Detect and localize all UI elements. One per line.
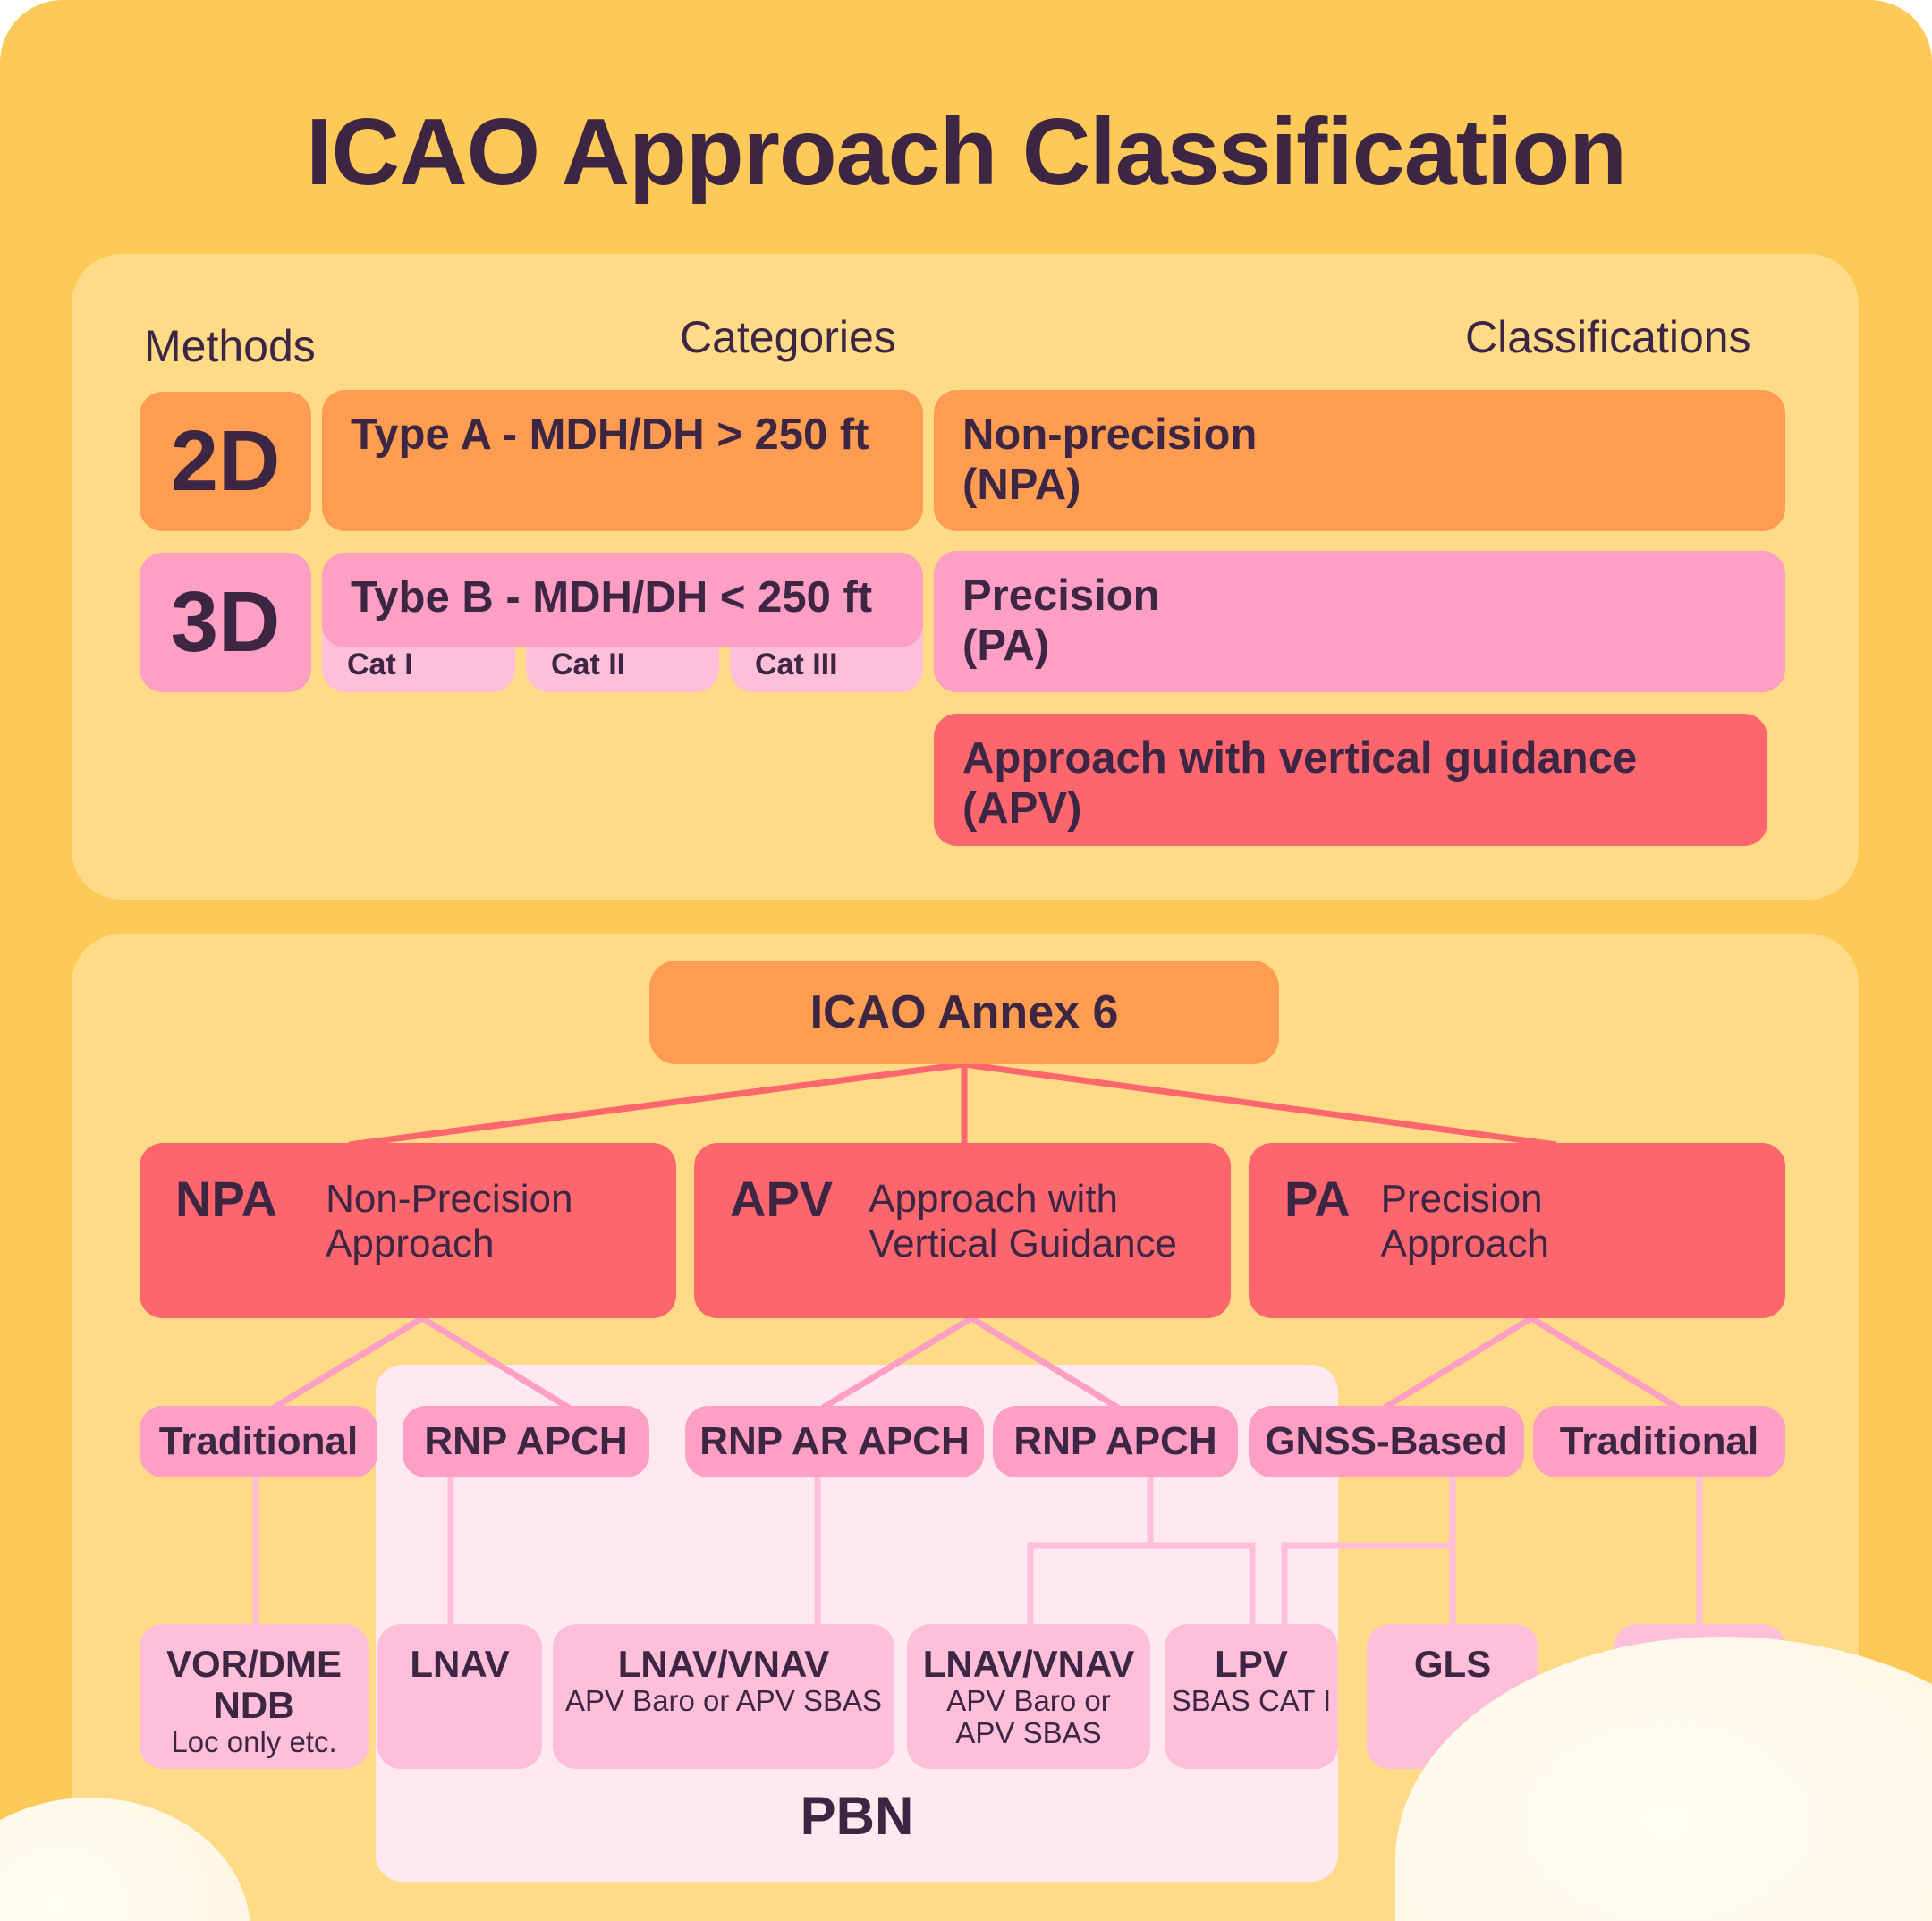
leaf-lnav: LNAV bbox=[377, 1624, 542, 1769]
node-pa-gnss-based: GNSS-Based bbox=[1249, 1406, 1524, 1477]
leaf-lpv-label: LPV bbox=[1215, 1643, 1288, 1685]
classification-pa-line2: (PA) bbox=[962, 622, 1050, 670]
node-apv-line1: Approach with bbox=[869, 1177, 1118, 1221]
leaf-vor-dme-ndb: VOR/DME NDB Loc only etc. bbox=[140, 1624, 369, 1769]
node-npa: NPA Non-Precision Approach bbox=[140, 1143, 676, 1318]
categories-header: Categories bbox=[680, 312, 896, 362]
leaf-lnav-label: LNAV bbox=[410, 1643, 510, 1685]
root-icao-annex-6: ICAO Annex 6 bbox=[649, 960, 1279, 1064]
leaf-lnav-vnav-ar-label: LNAV/VNAV bbox=[617, 1643, 830, 1685]
category-type-b: Tybe B - MDH/DH < 250 ft bbox=[322, 553, 923, 647]
leaf-ndb: NDB bbox=[213, 1684, 295, 1726]
classification-npa: Non-precision (NPA) bbox=[934, 390, 1785, 531]
node-apv-desc: Approach with Vertical Guidance bbox=[869, 1177, 1177, 1266]
leaf-lnav-vnav-sub1: APV Baro or bbox=[946, 1684, 1111, 1717]
classification-apv-line1: Approach with vertical guidance bbox=[962, 734, 1638, 783]
node-pa-traditional: Traditional bbox=[1533, 1406, 1785, 1477]
method-2d: 2D bbox=[140, 392, 311, 531]
node-pa-line1: Precision bbox=[1380, 1177, 1543, 1221]
leaf-lpv: LPV SBAS CAT I bbox=[1165, 1624, 1338, 1769]
node-pa-desc: Precision Approach bbox=[1381, 1177, 1549, 1266]
category-type-a: Type A - MDH/DH > 250 ft bbox=[322, 390, 923, 531]
leaf-lpv-sub: SBAS CAT I bbox=[1171, 1684, 1332, 1717]
node-npa-desc: Non-Precision Approach bbox=[326, 1177, 572, 1266]
method-3d: 3D bbox=[140, 553, 311, 692]
node-npa-traditional: Traditional bbox=[140, 1406, 377, 1477]
page-title: ICAO Approach Classification bbox=[306, 99, 1627, 205]
leaf-lnav-vnav-ar: LNAV/VNAV APV Baro or APV SBAS bbox=[553, 1624, 894, 1769]
pbn-label: PBN bbox=[800, 1786, 914, 1846]
node-npa-line1: Non-Precision bbox=[326, 1177, 573, 1221]
node-apv-abbr: APV bbox=[730, 1171, 834, 1227]
classification-npa-line2: (NPA) bbox=[962, 461, 1081, 509]
leaf-lnav-vnav: LNAV/VNAV APV Baro or APV SBAS bbox=[907, 1624, 1150, 1769]
leaf-lnav-vnav-ar-sub: APV Baro or APV SBAS bbox=[564, 1684, 882, 1717]
classification-apv: Approach with vertical guidance (APV) bbox=[934, 714, 1767, 846]
node-pa-abbr: PA bbox=[1284, 1171, 1351, 1227]
classification-npa-line1: Non-precision bbox=[962, 410, 1258, 459]
node-npa-line2: Approach bbox=[326, 1222, 495, 1265]
node-pa: PA Precision Approach bbox=[1249, 1143, 1785, 1318]
leaf-gls-label: GLS bbox=[1413, 1643, 1492, 1685]
node-pa-line2: Approach bbox=[1380, 1222, 1549, 1265]
node-apv-rnp-ar-apch: RNP AR APCH bbox=[685, 1406, 984, 1477]
leaf-vor-dme: VOR/DME bbox=[165, 1643, 342, 1685]
leaf-lnav-vnav-label: LNAV/VNAV bbox=[922, 1643, 1135, 1685]
node-apv-line2: Vertical Guidance bbox=[869, 1222, 1178, 1265]
classification-pa: Precision (PA) bbox=[934, 551, 1785, 692]
leaf-lnav-vnav-sub2: APV SBAS bbox=[955, 1716, 1102, 1749]
node-npa-rnp-apch: RNP APCH bbox=[402, 1406, 649, 1477]
node-npa-abbr: NPA bbox=[175, 1171, 278, 1227]
node-apv: APV Approach with Vertical Guidance bbox=[694, 1143, 1231, 1318]
classification-apv-line2: (APV) bbox=[962, 784, 1082, 833]
node-apv-rnp-apch: RNP APCH bbox=[993, 1406, 1238, 1477]
classification-pa-line1: Precision bbox=[962, 571, 1160, 620]
methods-header: Methods bbox=[144, 321, 316, 371]
leaf-loc-only: Loc only etc. bbox=[171, 1725, 337, 1758]
classifications-header: Classifications bbox=[1465, 312, 1751, 362]
